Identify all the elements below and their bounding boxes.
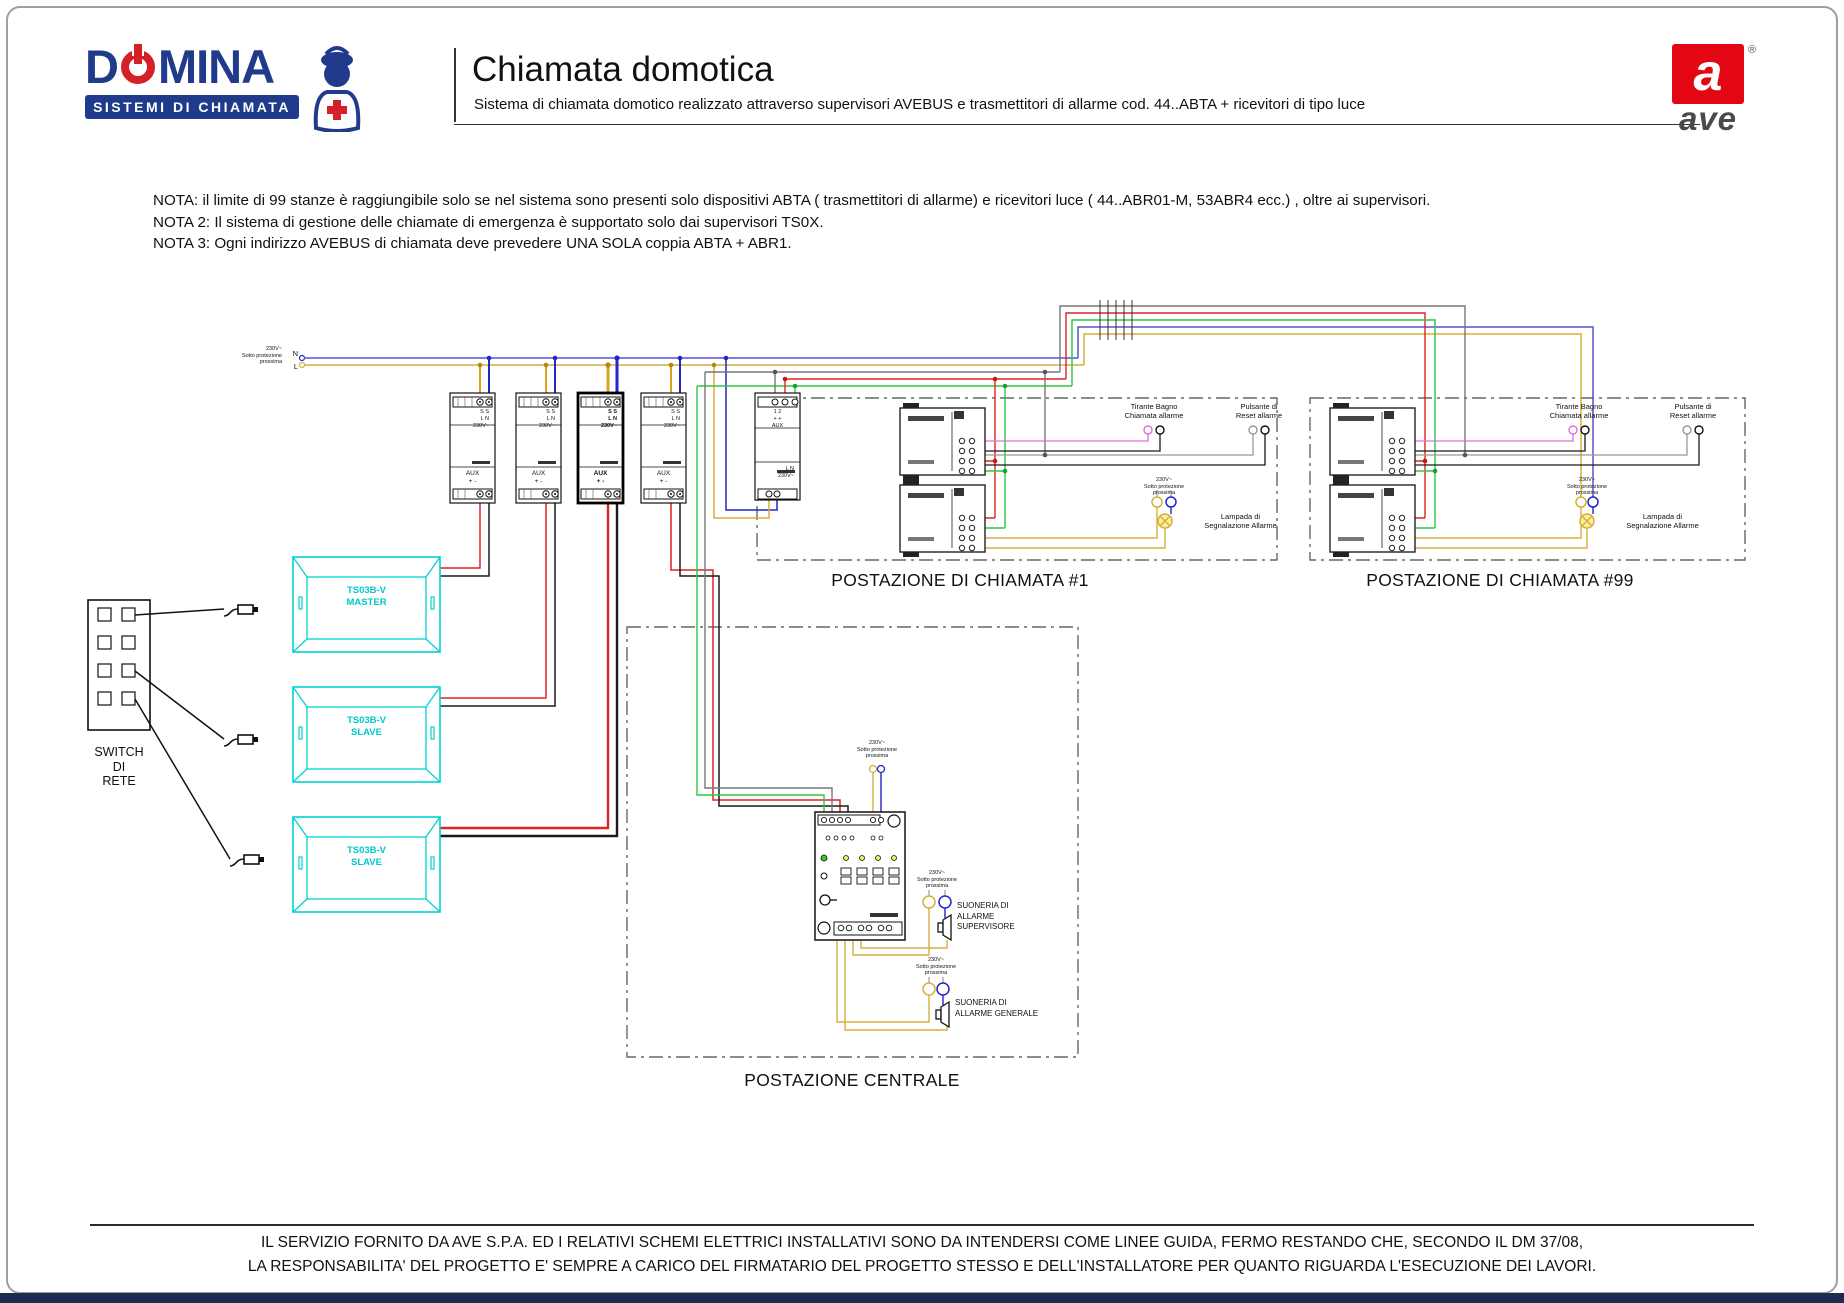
station-99-boundary — [1309, 397, 1746, 561]
central-station-title: POSTAZIONE CENTRALE — [744, 1070, 960, 1090]
abta-transmitter — [899, 402, 986, 481]
psu-module-3 — [576, 391, 625, 505]
brand-text-left: D — [85, 40, 119, 93]
abr-receiver — [1329, 479, 1416, 558]
abta-transmitter — [1329, 402, 1416, 481]
network-switch-label: SWITCH DI RETE — [94, 745, 144, 788]
note-3: NOTA 3: Ogni indirizzo AVEBUS di chiamat… — [153, 235, 792, 252]
nurse-icon — [308, 44, 366, 137]
mains-230v-wires — [298, 326, 1594, 519]
brand-tagline: SISTEMI DI CHIAMATA — [85, 95, 299, 119]
station-99-title: POSTAZIONE DI CHIAMATA #99 — [1366, 570, 1634, 590]
network-switch — [87, 599, 151, 731]
general-bell-contacts — [922, 982, 950, 996]
suoneria-generale-label: SUONERIA DI ALLARME GENERALE — [955, 998, 1039, 1018]
power-icon — [119, 42, 157, 91]
station-99-wires — [1415, 434, 1700, 549]
ave-letter: a — [1693, 44, 1723, 102]
station-1-wires — [985, 434, 1266, 549]
ave-logo-name: ave — [1678, 100, 1738, 137]
supervisor-bell-contacts — [922, 895, 952, 909]
central-station-wires — [836, 764, 948, 1031]
ethernet-plug-icon — [229, 854, 265, 867]
alarm-lamp-icon — [1579, 513, 1595, 529]
psu1-aux-label: AUX+ - — [465, 470, 480, 485]
psu2-aux-label: AUX+ - — [531, 470, 546, 485]
bus-interface-module — [754, 392, 801, 501]
station-1-title: POSTAZIONE DI CHIAMATA #1 — [831, 570, 1089, 590]
station-1-contacts — [1143, 425, 1270, 508]
page-subtitle: Sistema di chiamata domotico realizzato … — [474, 96, 1366, 113]
ave-logo: a ® ave — [1672, 44, 1762, 137]
header-divider — [454, 48, 456, 122]
header-rule — [454, 124, 1700, 125]
ethernet-plug-icon — [223, 734, 259, 747]
alarm-lamp-icon — [1157, 513, 1173, 529]
suoneria-supervisore-label: SUONERIA DI ALLARME SUPERVISORE — [957, 901, 1015, 931]
footer-separator — [90, 1224, 1754, 1226]
page-title: Chiamata domotica — [472, 50, 774, 89]
junction-dots — [477, 355, 1468, 474]
avebus-wires — [697, 300, 1466, 529]
station-99-contacts — [1568, 425, 1704, 508]
mains-l-label: L — [293, 362, 298, 371]
ave-logo-square: a — [1672, 44, 1744, 104]
speaker-icon — [937, 914, 952, 941]
disclaimer-line-2: LA RESPONSABILITA' DEL PROGETTO E' SEMPR… — [247, 1258, 1597, 1275]
supervisor-module — [814, 811, 906, 941]
abr-receiver — [899, 479, 986, 558]
notes-block: NOTA: il limite di 99 stanze è raggiungi… — [153, 190, 1573, 255]
mains-n-label: N — [292, 349, 298, 358]
note-1: NOTA: il limite di 99 stanze è raggiungi… — [153, 192, 1431, 209]
interface-terminal-labels: 1 2+ +AUX — [771, 409, 784, 429]
central-station-boundary — [626, 626, 1079, 1058]
mains-protection-note: 230V~ Sotto protezione prossima — [241, 346, 282, 365]
ethernet-cables — [134, 608, 231, 860]
psu-output-wires — [440, 372, 849, 838]
psu4-aux-label: AUX+ - — [656, 470, 671, 485]
speaker-icon — [935, 1001, 950, 1028]
ethernet-plug-icon — [223, 604, 259, 617]
registered-mark: ® — [1748, 44, 1757, 56]
psu3-aux-label: AUX+ - — [593, 470, 608, 485]
domina-logo: D MINA SISTEMI DI CHIAMATA — [85, 42, 299, 119]
disclaimer-line-1: IL SERVIZIO FORNITO DA AVE S.P.A. ED I R… — [260, 1234, 1584, 1251]
brand-text-right: MINA — [157, 40, 275, 93]
footer-bar — [0, 1293, 1844, 1303]
note-2: NOTA 2: Il sistema di gestione delle chi… — [153, 213, 824, 231]
